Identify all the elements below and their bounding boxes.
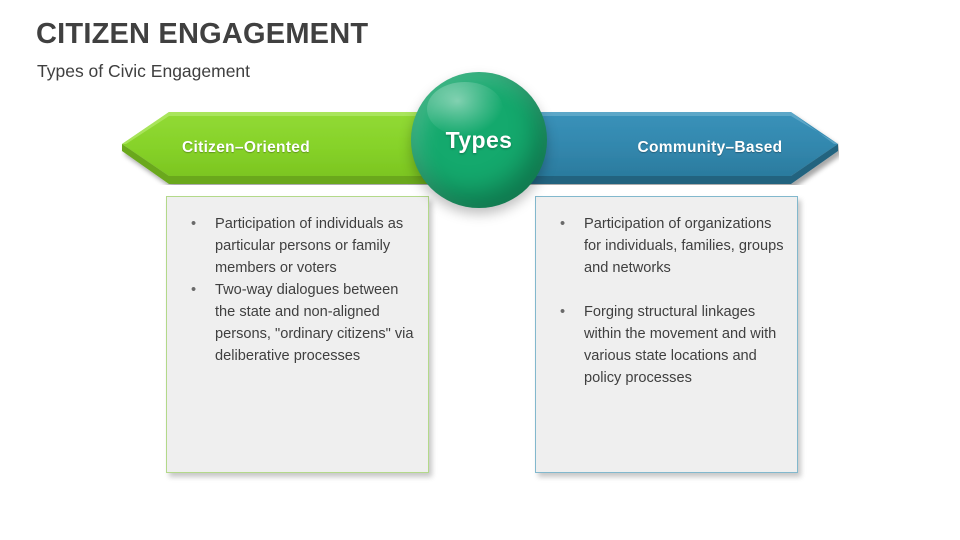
bullet-marker-icon: • xyxy=(191,282,197,298)
page-subtitle: Types of Civic Engagement xyxy=(37,61,251,81)
bullet-list-community-based: • Participation of organizations for ind… xyxy=(548,213,789,389)
list-item: • Participation of organizations for ind… xyxy=(548,213,789,279)
center-sphere-node[interactable]: Types xyxy=(411,72,547,208)
banner-citizen-oriented[interactable]: Citizen–Oriented xyxy=(121,111,451,185)
bullet-marker-icon: • xyxy=(191,216,197,232)
list-item-text: Two-way dialogues between the state and … xyxy=(215,282,414,364)
list-item: • Participation of individuals as partic… xyxy=(179,213,420,279)
list-item-text: Participation of individuals as particul… xyxy=(215,216,404,276)
bullet-marker-icon: • xyxy=(560,216,566,232)
bullet-marker-icon: • xyxy=(560,304,566,320)
banner-community-based[interactable]: Community–Based xyxy=(513,111,839,185)
banner-label-citizen-oriented: Citizen–Oriented xyxy=(182,139,310,156)
banner-label-community-based: Community–Based xyxy=(637,139,783,156)
panel-citizen-oriented: • Participation of individuals as partic… xyxy=(166,196,429,473)
list-item: • Two-way dialogues between the state an… xyxy=(179,279,420,367)
list-item-text: Participation of organizations for indiv… xyxy=(584,216,784,276)
page-title: CITIZEN ENGAGEMENT xyxy=(36,18,369,50)
list-item-text: Forging structural linkages within the m… xyxy=(584,304,777,386)
list-item: • Forging structural linkages within the… xyxy=(548,301,789,389)
right-chevron-icon xyxy=(514,112,838,184)
center-sphere-label: Types xyxy=(445,126,513,153)
panel-community-based: • Participation of organizations for ind… xyxy=(535,196,798,473)
bullet-list-citizen-oriented: • Participation of individuals as partic… xyxy=(179,213,420,367)
list-spacer xyxy=(548,279,789,301)
